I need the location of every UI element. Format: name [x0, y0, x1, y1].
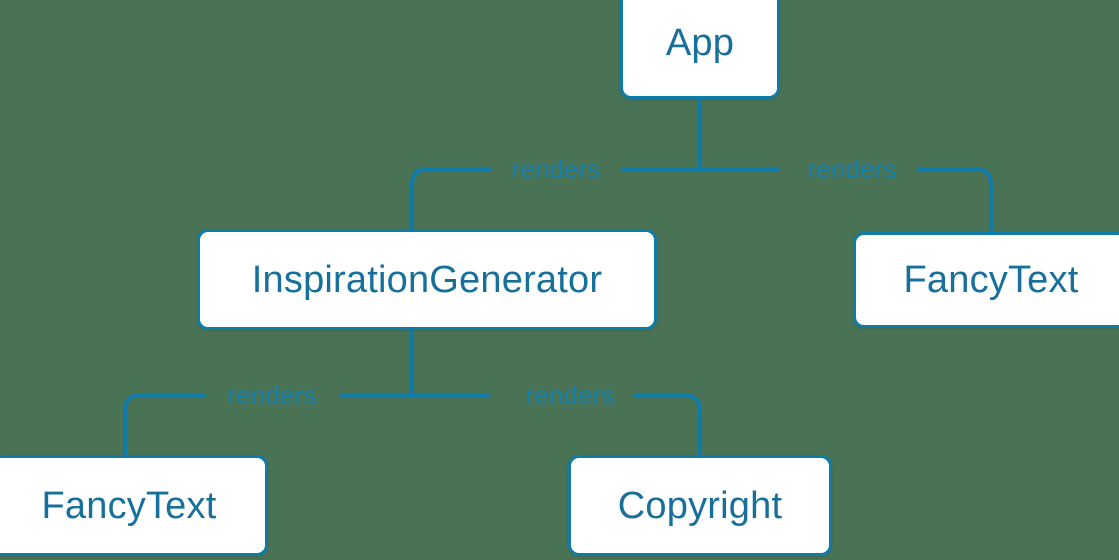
node-copyright[interactable]: Copyright [568, 455, 832, 556]
node-inspiration-generator[interactable]: InspirationGenerator [197, 229, 657, 330]
node-fancytext-bottom-left-label: FancyText [41, 484, 217, 527]
node-fancytext-right-label: FancyText [903, 259, 1079, 301]
edge-app-to-inspiration-generator-b [410, 167, 492, 229]
edge-label-inspiration-generator-to-copyright: renders [525, 380, 615, 410]
edge-label-app-to-fancytext-right: renders [807, 154, 897, 184]
node-inspiration-generator-label: InspirationGenerator [251, 258, 603, 301]
node-fancytext-bottom-left[interactable]: FancyText [0, 455, 268, 556]
node-fancytext-right[interactable]: FancyText [853, 232, 1119, 328]
edge-label-inspiration-generator-to-fancytext: renders [227, 380, 317, 410]
edge-label-app-to-inspiration-generator: renders [511, 154, 601, 184]
node-app-label: App [665, 21, 735, 64]
node-app[interactable]: App [620, 0, 780, 99]
edge-inspiration-to-fancytext-b [123, 393, 206, 455]
node-copyright-label: Copyright [617, 484, 783, 527]
edge-app-to-fancytext-right-b [918, 167, 993, 232]
edge-inspiration-to-copyright-b [634, 393, 702, 455]
